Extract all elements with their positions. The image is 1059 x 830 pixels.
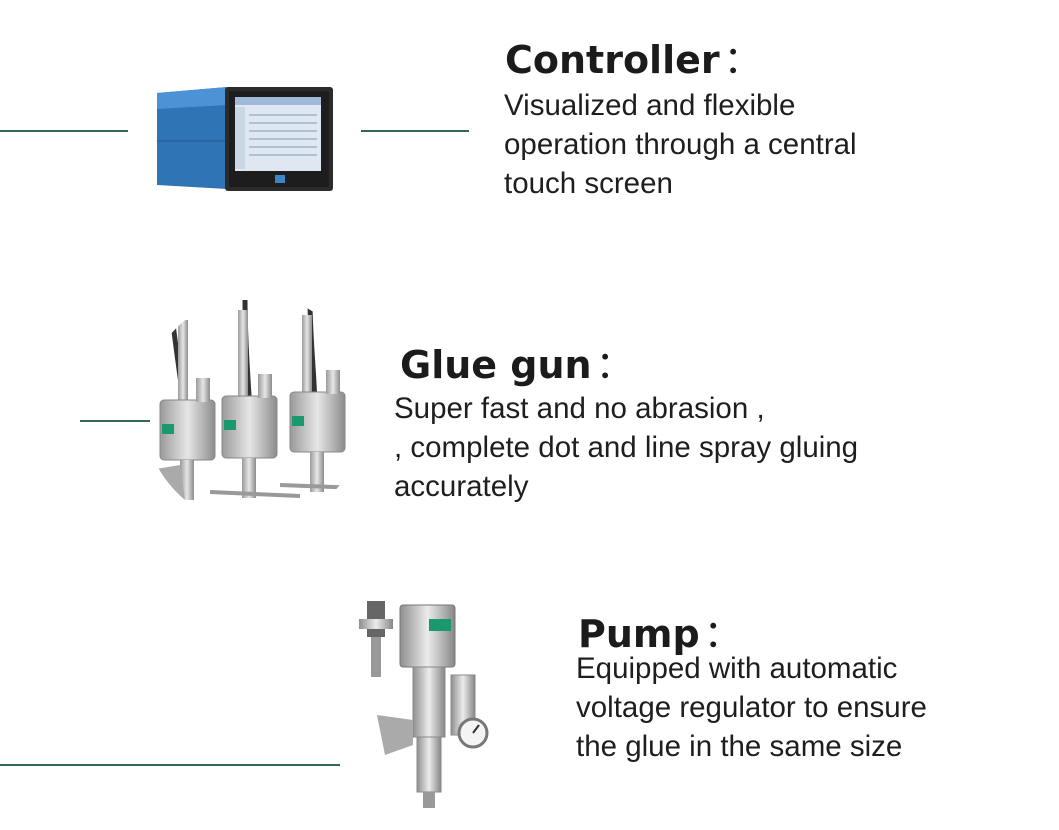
pump-description: Equipped with automatic voltage regulato…: [576, 652, 927, 763]
glue-gun-title-text: Glue gun: [400, 343, 592, 387]
glue-gun-description: Super fast and no abrasion , , complete …: [394, 392, 859, 503]
divider-line-pump: [0, 764, 340, 766]
pump-title: Pump：: [578, 603, 742, 658]
controller-title-text: Controller: [505, 38, 720, 82]
pump-title-colon: ：: [703, 612, 742, 656]
divider-line-glue-gun: [80, 420, 152, 422]
controller-title: Controller：: [505, 29, 762, 84]
glue-gun-image: [150, 300, 365, 520]
controller-description: Visualized and flexible operation throug…: [504, 89, 857, 200]
divider-line-left-controller: [0, 130, 128, 132]
controller-title-colon: ：: [723, 38, 762, 82]
glue-gun-title: Glue gun：: [400, 334, 634, 389]
controller-image: [155, 85, 335, 195]
pump-title-text: Pump: [578, 612, 700, 656]
divider-line-right-controller: [361, 130, 469, 132]
pump-image: [355, 595, 495, 810]
glue-gun-title-colon: ：: [595, 343, 634, 387]
